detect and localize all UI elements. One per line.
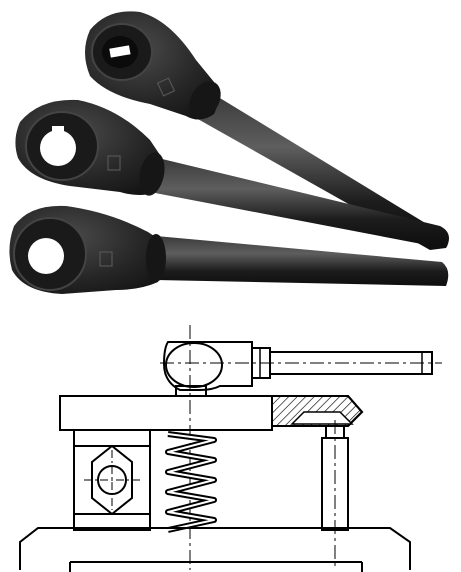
wrench-bottom-collar <box>146 234 166 282</box>
wrench-middle-keyway <box>52 126 64 134</box>
wrench-bottom-bore <box>28 238 64 274</box>
ratchet-lever-photo <box>9 11 449 294</box>
assembly-drawing <box>19 325 442 572</box>
wrench-top-logo-icon <box>156 77 176 97</box>
wrench-top <box>85 11 448 250</box>
lever-head-boss <box>165 342 223 388</box>
wrench-top-collar <box>189 81 221 119</box>
cam-profile <box>91 444 133 516</box>
spring-coil-inner <box>167 433 215 531</box>
wrench-bottom-rod <box>156 236 449 286</box>
guide-pin <box>321 420 349 568</box>
technical-drawing <box>0 320 461 572</box>
clamp-plate-cutout <box>290 411 354 425</box>
lever-head-outline <box>162 341 253 391</box>
base-outline <box>19 527 411 570</box>
lever-side-view <box>160 341 442 391</box>
wrench-middle-rod <box>150 158 449 246</box>
wrench-bottom <box>9 205 449 294</box>
left-block-outline <box>73 429 151 531</box>
wrench-bottom-logo-icon <box>99 251 113 267</box>
wrench-middle-logo-icon <box>107 155 121 171</box>
compression-spring <box>165 431 217 533</box>
wrench-middle <box>15 99 449 246</box>
clamp-plate <box>59 395 364 431</box>
wrench-middle-bore <box>40 130 76 166</box>
wrench-bottom-keyway <box>30 248 39 260</box>
left-block <box>73 429 151 531</box>
wrench-middle-collar <box>139 152 165 196</box>
product-photo <box>9 11 449 294</box>
wrench-top-keyway <box>109 45 131 58</box>
wrench-top-rod <box>196 92 448 250</box>
